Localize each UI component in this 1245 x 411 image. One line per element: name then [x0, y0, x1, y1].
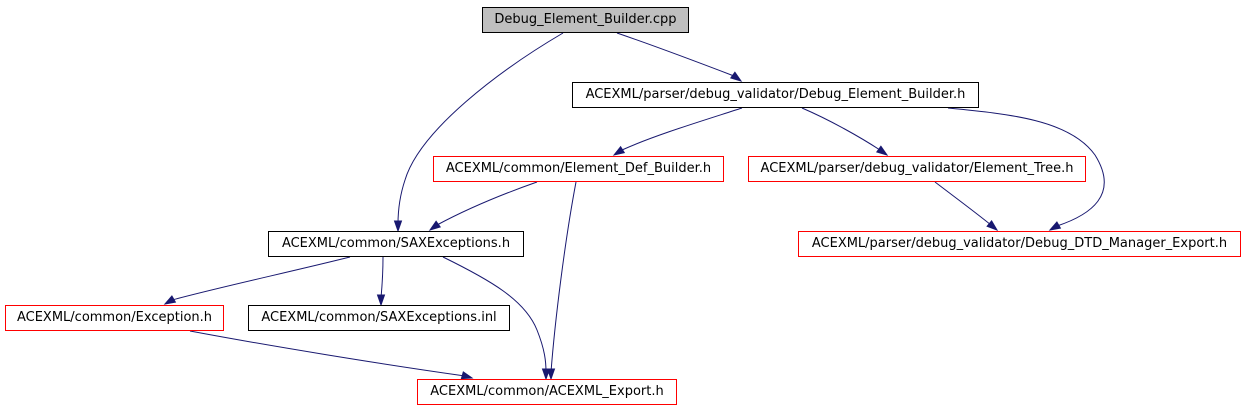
- node-exception-h[interactable]: ACEXML/common/Exception.h: [5, 305, 224, 331]
- arrowhead-icon: [986, 220, 999, 231]
- node-debug-element-builder-cpp: Debug_Element_Builder.cpp: [482, 7, 689, 33]
- arrowhead-icon: [428, 220, 442, 231]
- edge-element-def-builder-h-to-acexml-export-h: [546, 181, 577, 381]
- node-label: ACEXML/common/ACEXML_Export.h: [430, 384, 664, 399]
- edge-line: [189, 330, 466, 377]
- edge-debug-element-builder-h-to-element-tree-h: [801, 107, 889, 156]
- node-element-def-builder-h[interactable]: ACEXML/common/Element_Def_Builder.h: [433, 156, 724, 182]
- node-acexml-export-h[interactable]: ACEXML/common/ACEXML_Export.h: [417, 379, 677, 405]
- arrowhead-icon: [612, 145, 626, 156]
- arrowhead-icon: [875, 145, 889, 156]
- node-label: Debug_Element_Builder.cpp: [494, 12, 677, 27]
- edge-line: [934, 181, 992, 226]
- edge-saxexceptions-h-to-exception-h: [163, 256, 351, 305]
- node-label: ACEXML/parser/debug_validator/Debug_Elem…: [585, 87, 966, 102]
- edge-root-to-debug-element-builder-h: [616, 32, 743, 82]
- arrowhead-icon: [1048, 221, 1062, 231]
- edge-saxexceptions-h-to-saxexceptions-inl: [376, 256, 386, 307]
- arrowhead-icon: [729, 71, 743, 82]
- edge-exception-h-to-acexml-export-h: [189, 330, 474, 380]
- arrowhead-icon: [393, 220, 403, 233]
- edge-line: [171, 256, 351, 301]
- edge-debug-element-builder-h-to-element-def-builder-h: [612, 107, 743, 156]
- node-label: ACEXML/common/Element_Def_Builder.h: [445, 161, 712, 176]
- arrowhead-icon: [163, 295, 177, 305]
- node-label: ACEXML/parser/debug_validator/Element_Tr…: [760, 161, 1074, 176]
- node-element-tree-h[interactable]: ACEXML/parser/debug_validator/Element_Tr…: [748, 156, 1086, 182]
- edge-line: [947, 107, 1105, 227]
- node-label: ACEXML/common/Exception.h: [16, 310, 213, 325]
- edge-line: [436, 181, 538, 226]
- edge-line: [616, 32, 735, 77]
- edge-element-tree-h-to-debug-dtd-manager-export-h: [934, 181, 999, 231]
- arrowhead-icon: [546, 368, 556, 381]
- edge-root-to-saxexceptions-h: [393, 32, 564, 233]
- node-saxexceptions-h[interactable]: ACEXML/common/SAXExceptions.h: [268, 231, 524, 257]
- edge-saxexceptions-h-to-acexml-export-h: [442, 256, 551, 381]
- edge-line: [397, 32, 564, 225]
- node-label: ACEXML/parser/debug_validator/Debug_DTD_…: [811, 236, 1228, 251]
- edge-line: [380, 256, 384, 299]
- arrowhead-icon: [376, 294, 386, 307]
- node-label: ACEXML/common/SAXExceptions.inl: [261, 310, 497, 325]
- edge-element-def-builder-h-to-saxexceptions-h: [428, 181, 538, 231]
- node-debug-element-builder-h[interactable]: ACEXML/parser/debug_validator/Debug_Elem…: [572, 82, 979, 108]
- arrowhead-icon: [541, 368, 551, 381]
- node-saxexceptions-inl[interactable]: ACEXML/common/SAXExceptions.inl: [248, 305, 510, 331]
- edge-line: [801, 107, 881, 151]
- node-debug-dtd-manager-export-h[interactable]: ACEXML/parser/debug_validator/Debug_DTD_…: [798, 231, 1241, 257]
- edge-line: [442, 256, 547, 373]
- edge-debug-element-builder-h-to-debug-dtd-manager-export-h: [947, 107, 1105, 231]
- edge-line: [621, 107, 743, 151]
- arrowhead-icon: [460, 371, 474, 380]
- node-label: ACEXML/common/SAXExceptions.h: [281, 236, 511, 251]
- edge-line: [550, 181, 577, 373]
